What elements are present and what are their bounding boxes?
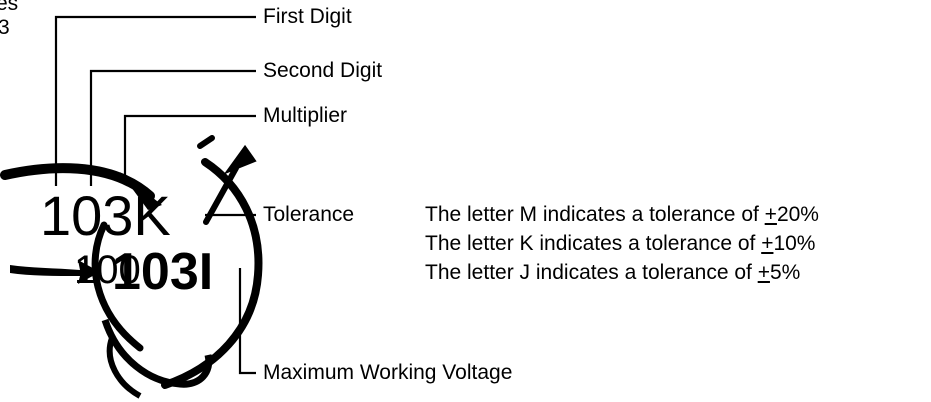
cutoff-text-line-2: 3: [0, 16, 10, 39]
tolerance-note-m: The letter M indicates a tolerance of +2…: [425, 203, 819, 227]
leader-lines: [54, 15, 256, 375]
capacitor-code-bottom-bold: 103I: [112, 243, 213, 301]
first-digit-leader: [54, 15, 256, 186]
capacitor-top-hook: [203, 144, 257, 225]
voltage-leader: [238, 268, 256, 375]
multiplier-label: Multiplier: [263, 104, 348, 127]
tolerance-note-j: The letter J indicates a tolerance of +5…: [425, 261, 800, 285]
cutoff-text-line-1: es: [0, 0, 19, 15]
capacitor-lead-arrow-upper: [120, 172, 162, 210]
plus-minus-sign: +: [761, 232, 774, 255]
tolerance-value: 10%: [773, 232, 816, 255]
capacitor-top-dash: [197, 135, 215, 149]
capacitor-inner-arc: [91, 221, 144, 352]
second-digit-label: Second Digit: [263, 59, 383, 82]
max-voltage-label: Maximum Working Voltage: [263, 361, 513, 384]
tolerance-note-text: The letter K indicates a tolerance of: [425, 232, 762, 255]
tolerance-note-text: The letter J indicates a tolerance of: [425, 261, 758, 284]
capacitor-lower-lobe-2: [106, 336, 142, 399]
tolerance-label: Tolerance: [263, 203, 355, 226]
tolerance-note-text: The letter M indicates a tolerance of: [425, 203, 765, 226]
tolerance-value: 5%: [769, 261, 801, 284]
plus-minus-sign: +: [764, 203, 777, 226]
capacitor-code-top: 103K: [40, 184, 171, 247]
capacitor-side-arrow: [10, 260, 100, 284]
multiplier-leader: [123, 114, 256, 176]
plus-minus-sign: +: [757, 261, 770, 284]
capacitor-lower-lobe: [101, 318, 213, 388]
first-digit-label: First Digit: [263, 5, 352, 28]
second-digit-leader: [89, 69, 256, 186]
tolerance-value: 20%: [776, 203, 819, 226]
capacitor-code-bottom-small: 100: [74, 248, 141, 292]
tolerance-note-k: The letter K indicates a tolerance of +1…: [425, 232, 815, 256]
